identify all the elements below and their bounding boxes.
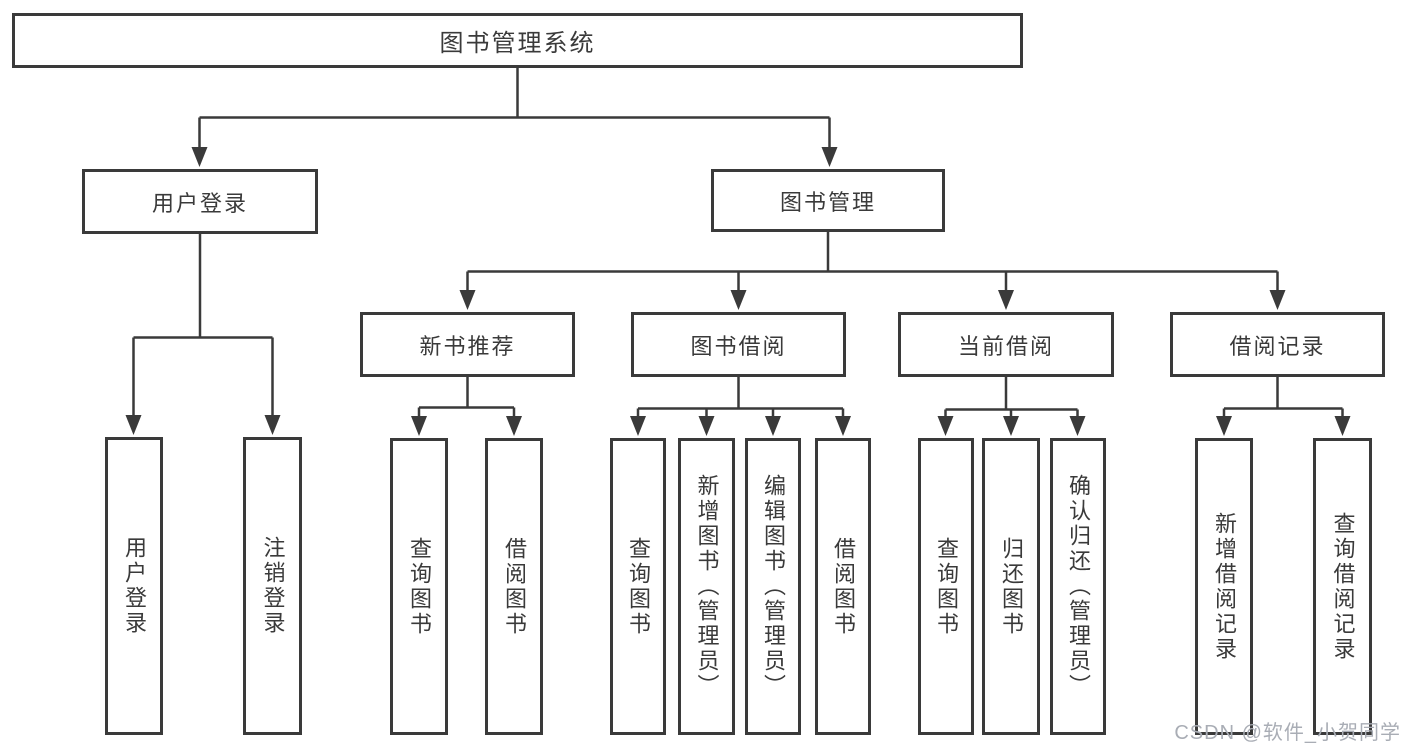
node-book-management: 图书管理	[711, 169, 945, 232]
node-br-query-record: 查询借阅记录	[1313, 438, 1372, 735]
node-rec-query-book: 查询图书	[390, 438, 448, 735]
node-book-borrow: 图书借阅	[631, 312, 846, 377]
arrow-heads	[125, 147, 1351, 436]
node-new-book-recommend: 新书推荐	[360, 312, 575, 377]
node-rec-borrow-book: 借阅图书	[485, 438, 543, 735]
node-bb-borrow-book: 借阅图书	[815, 438, 871, 735]
node-current-borrow: 当前借阅	[898, 312, 1114, 377]
node-bb-add-book-admin: 新增图书（管理员）	[678, 438, 735, 735]
node-br-add-record: 新增借阅记录	[1195, 438, 1253, 735]
node-bb-query-book: 查询图书	[610, 438, 666, 735]
node-root: 图书管理系统	[12, 13, 1023, 68]
node-cb-return-book: 归还图书	[982, 438, 1040, 735]
node-user-login-group: 用户登录	[82, 169, 318, 234]
node-borrow-records: 借阅记录	[1170, 312, 1385, 377]
node-logout: 注销登录	[243, 437, 302, 735]
watermark: CSDN @软件_小贺同学	[1174, 722, 1401, 744]
node-cb-confirm-return-admin: 确认归还（管理员）	[1050, 438, 1106, 735]
node-cb-query-book: 查询图书	[918, 438, 974, 735]
node-bb-edit-book-admin: 编辑图书（管理员）	[745, 438, 801, 735]
connector-lines	[132, 68, 1344, 419]
node-user-login: 用户登录	[105, 437, 163, 735]
